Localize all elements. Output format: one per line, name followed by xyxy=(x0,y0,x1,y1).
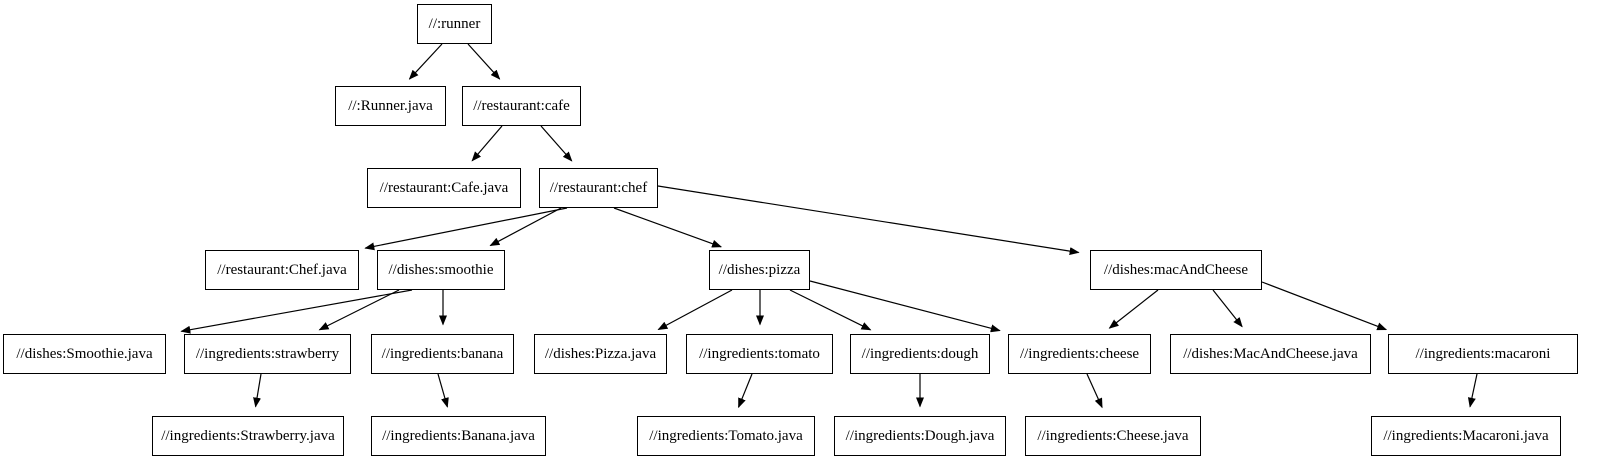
graph-node-macandcheese_java[interactable]: //dishes:MacAndCheese.java xyxy=(1170,334,1371,374)
graph-node-label: //ingredients:strawberry xyxy=(195,345,340,362)
graph-edge-cafe-to-cafe_java xyxy=(471,125,503,162)
graph-edge-runner-to-runner_java xyxy=(408,43,443,80)
graph-edge-macandcheese-to-cheese xyxy=(1108,289,1159,329)
graph-edge-smoothie-to-strawberry xyxy=(318,289,400,331)
graph-edge-banana-to-banana_java xyxy=(437,373,449,408)
graph-node-tomato_java[interactable]: //ingredients:Tomato.java xyxy=(637,416,815,456)
graph-node-label: //restaurant:chef xyxy=(549,179,648,196)
graph-node-label: //dishes:Pizza.java xyxy=(544,345,657,362)
graph-node-macandcheese[interactable]: //dishes:macAndCheese xyxy=(1090,250,1262,290)
graph-node-label: //ingredients:Banana.java xyxy=(382,427,535,444)
graph-node-strawberry_java[interactable]: //ingredients:Strawberry.java xyxy=(152,416,344,456)
graph-node-label: //ingredients:Dough.java xyxy=(845,427,995,444)
graph-node-smoothie[interactable]: //dishes:smoothie xyxy=(377,250,505,290)
graph-edge-cafe-to-chef xyxy=(540,125,573,162)
graph-node-strawberry[interactable]: //ingredients:strawberry xyxy=(184,334,351,374)
graph-node-label: //restaurant:Chef.java xyxy=(217,261,347,278)
graph-edge-macandcheese-to-macaroni xyxy=(1261,281,1388,331)
graph-edge-macandcheese-to-macandcheese_java xyxy=(1212,289,1243,328)
graph-node-chef[interactable]: //restaurant:chef xyxy=(539,168,658,208)
graph-node-label: //restaurant:Cafe.java xyxy=(379,179,509,196)
graph-edge-pizza-to-dough xyxy=(789,289,872,331)
graph-node-label: //ingredients:cheese xyxy=(1019,345,1140,362)
graph-node-label: //ingredients:Macaroni.java xyxy=(1383,427,1549,444)
graph-edge-chef-to-smoothie xyxy=(489,207,562,247)
graph-edge-cheese-to-cheese_java xyxy=(1086,373,1103,409)
graph-node-pizza[interactable]: //dishes:pizza xyxy=(709,250,810,290)
graph-node-label: //ingredients:macaroni xyxy=(1415,345,1551,362)
graph-node-label: //ingredients:tomato xyxy=(699,345,820,362)
graph-edge-chef-to-chef_java xyxy=(364,207,568,251)
graph-node-label: //ingredients:Cheese.java xyxy=(1037,427,1189,444)
graph-node-banana_java[interactable]: //ingredients:Banana.java xyxy=(371,416,546,456)
graph-node-macaroni[interactable]: //ingredients:macaroni xyxy=(1388,334,1578,374)
graph-edge-strawberry-to-strawberry_java xyxy=(253,373,262,408)
graph-edge-tomato-to-tomato_java xyxy=(738,373,753,409)
graph-node-label: //:runner xyxy=(428,15,481,32)
graph-edge-smoothie-to-smoothie_java xyxy=(180,289,413,334)
graph-node-pizza_java[interactable]: //dishes:Pizza.java xyxy=(534,334,667,374)
graph-node-label: //dishes:Smoothie.java xyxy=(16,345,153,362)
graph-edge-chef-to-macandcheese xyxy=(657,185,1080,256)
graph-node-label: //ingredients:Tomato.java xyxy=(649,427,803,444)
graph-node-label: //dishes:pizza xyxy=(718,261,801,278)
graph-node-cheese[interactable]: //ingredients:cheese xyxy=(1008,334,1151,374)
graph-edge-runner-to-cafe xyxy=(467,43,501,80)
graph-node-label: //:Runner.java xyxy=(348,97,433,114)
graph-node-runner[interactable]: //:runner xyxy=(417,4,492,44)
graph-node-dough_java[interactable]: //ingredients:Dough.java xyxy=(834,416,1006,456)
graph-node-cafe[interactable]: //restaurant:cafe xyxy=(462,86,581,126)
graph-node-cheese_java[interactable]: //ingredients:Cheese.java xyxy=(1025,416,1201,456)
graph-node-banana[interactable]: //ingredients:banana xyxy=(371,334,514,374)
graph-node-chef_java[interactable]: //restaurant:Chef.java xyxy=(205,250,359,290)
graph-node-dough[interactable]: //ingredients:dough xyxy=(850,334,990,374)
graph-node-label: //dishes:macAndCheese xyxy=(1103,261,1249,278)
graph-edge-pizza-to-cheese xyxy=(809,280,1001,333)
graph-node-label: //dishes:MacAndCheese.java xyxy=(1183,345,1358,362)
graph-node-label: //ingredients:dough xyxy=(861,345,979,362)
graph-node-tomato[interactable]: //ingredients:tomato xyxy=(686,334,833,374)
graph-edge-macaroni-to-macaroni_java xyxy=(1467,373,1478,408)
graph-node-label: //ingredients:banana xyxy=(381,345,504,362)
graph-node-label: //dishes:smoothie xyxy=(388,261,494,278)
graph-edge-pizza-to-pizza_java xyxy=(657,289,733,331)
graph-edge-chef-to-pizza xyxy=(613,207,723,248)
graph-node-cafe_java[interactable]: //restaurant:Cafe.java xyxy=(367,168,521,208)
graph-node-runner_java[interactable]: //:Runner.java xyxy=(335,86,446,126)
graph-node-label: //restaurant:cafe xyxy=(473,97,570,114)
graph-node-smoothie_java[interactable]: //dishes:Smoothie.java xyxy=(3,334,166,374)
graph-node-label: //ingredients:Strawberry.java xyxy=(161,427,335,444)
graph-node-macaroni_java[interactable]: //ingredients:Macaroni.java xyxy=(1371,416,1561,456)
